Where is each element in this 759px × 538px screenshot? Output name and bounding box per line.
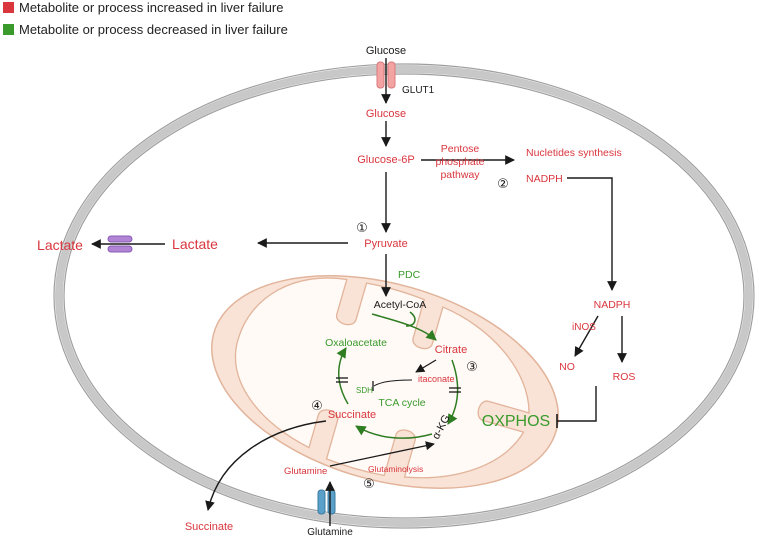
glutamine-transporter: [317, 489, 336, 515]
tca-succinate-oxaloacetate: [336, 347, 349, 405]
decreased-swatch: [3, 24, 14, 35]
label-ppp-2: phosphate: [435, 156, 484, 168]
tca-acetylcoa-citrate: [371, 313, 437, 341]
arrow-citrate-itaconate: [415, 359, 437, 373]
cell-membrane-inner: [63, 73, 745, 519]
label-glut1: GLUT1: [402, 85, 435, 96]
inhibition-itaconate-sdh: [373, 379, 413, 387]
label-inos: iNOS: [572, 322, 596, 333]
label-nadph-right: NADPH: [594, 299, 631, 311]
inhibition-ros-oxphos: [557, 386, 597, 422]
label-oxphos: OXPHOS: [482, 413, 550, 430]
label-sdh: SDH: [356, 386, 373, 395]
label-oxaloacetate: Oxaloacetate: [325, 337, 387, 349]
increased-swatch: [3, 2, 14, 13]
step-marker-5: ⑤: [363, 476, 375, 491]
label-ros: ROS: [613, 371, 636, 383]
label-pdc: PDC: [398, 269, 421, 281]
label-nucleotides: Nucletides synthesis: [526, 147, 622, 159]
cell-membrane: [55, 65, 753, 527]
label-glutaminolysis: Glutaminolysis: [368, 464, 423, 474]
tca-acetylcoa-hook: [405, 311, 416, 327]
label-acetyl-coa: Acetyl-CoA: [374, 299, 427, 311]
label-glutamine-outside: Glutamine: [307, 527, 353, 538]
legend-decreased: Metabolite or process decreased in liver…: [3, 22, 288, 37]
mitochondrion: [211, 275, 559, 489]
label-ppp-3: pathway: [440, 169, 480, 181]
step-marker-4: ④: [311, 398, 323, 413]
label-tca-cycle: TCA cycle: [378, 397, 425, 409]
label-lactate-outside: Lactate: [37, 237, 83, 253]
legend-increased-label: Metabolite or process increased in liver…: [19, 0, 284, 15]
legend-decreased-label: Metabolite or process decreased in liver…: [19, 22, 288, 37]
label-glucose-6p: Glucose-6P: [357, 154, 414, 166]
label-glucose-outside: Glucose: [366, 45, 406, 57]
lactate-transporter: [107, 235, 133, 253]
label-succinate-outside: Succinate: [185, 521, 233, 533]
arrow-nadph-no: [574, 315, 599, 357]
cell-membrane-outer: [53, 63, 755, 529]
glut1-transporter: [376, 61, 396, 89]
step-marker-1: ①: [356, 220, 368, 235]
label-glutamine-inside: Glutamine: [284, 466, 327, 477]
step-marker-3: ③: [466, 359, 478, 374]
label-itaconate: itaconate: [418, 374, 455, 384]
label-pyruvate: Pyruvate: [364, 238, 407, 250]
label-ppp-1: Pentose: [441, 143, 480, 155]
label-lactate-inside: Lactate: [172, 236, 218, 252]
legend-increased: Metabolite or process increased in liver…: [3, 0, 283, 15]
arrow-succinate-out: [205, 420, 327, 511]
step-marker-2: ②: [497, 176, 509, 191]
tca-akg-succinate: [355, 425, 433, 439]
arrow-glutamine-akg: [329, 441, 435, 467]
label-no: NO: [559, 361, 575, 373]
tca-citrate-akg: [447, 359, 459, 425]
mitochondrial-cristae: [234, 277, 530, 479]
label-citrate: Citrate: [435, 344, 467, 356]
label-glucose-inside: Glucose: [366, 108, 406, 120]
label-nadph-top: NADPH: [526, 173, 563, 185]
label-succinate-inside: Succinate: [328, 409, 376, 421]
arrow-nadph-down: [567, 177, 617, 291]
